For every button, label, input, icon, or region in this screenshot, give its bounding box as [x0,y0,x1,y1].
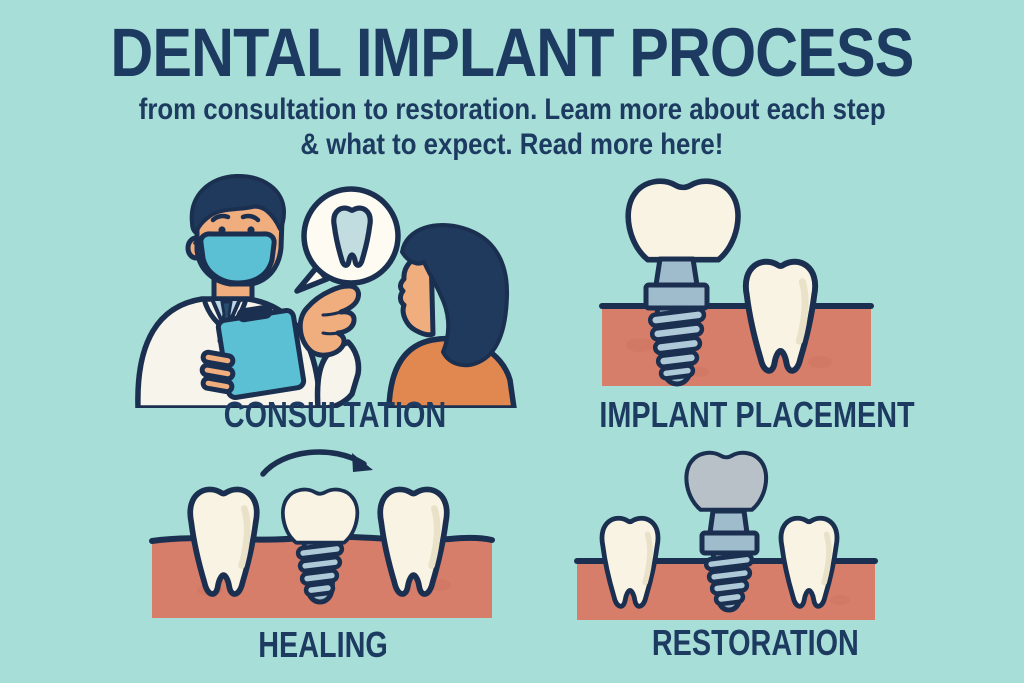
step-panel-implant-placement [565,170,945,400]
dentist-hair [189,173,286,235]
step-label-implant-placement: IMPLANT PLACEMENT [599,394,915,435]
tooth-icon [331,205,373,268]
patient-face [398,249,436,338]
subtitle-line-1: from consultation to restoration. Leam m… [138,93,886,126]
crown-icon [281,487,360,545]
subtitle: from consultation to restoration. Leam m… [0,93,1024,162]
consultation-illustration [135,173,517,408]
patient-figure [386,223,517,408]
step-panel-consultation [135,168,535,408]
subtitle-line-2: & what to expect. Read more here! [300,127,724,161]
crown-icon [684,450,769,512]
hand-finger-lines [321,310,343,336]
implant-screw-icon [281,487,360,605]
natural-tooth-icon [742,258,819,374]
step-panel-restoration [560,440,955,630]
implant-collar [699,530,760,556]
dentist-hand [297,283,361,358]
step-label-consultation: CONSULTATION [223,394,447,435]
implant-abutment [707,508,750,536]
dentist-figure [135,173,362,408]
gum-tissue [599,303,874,386]
dentist-sleeve [314,339,362,408]
header: DENTAL IMPLANT PROCESS from consultation… [0,18,1024,162]
natural-tooth-icon [599,515,661,609]
dentist-holding-fingers [199,349,236,395]
implant-placement-illustration [599,178,874,387]
natural-tooth-icon [778,515,840,609]
dentist-eyebrows [210,213,261,223]
implant-screw-icon [684,450,769,613]
speech-bubble [294,186,401,294]
healing-arrow-icon [260,449,373,477]
implant-abutment [653,256,700,288]
natural-tooth-icon [377,486,450,597]
page-title-text: DENTAL IMPLANT PROCESS [110,14,914,91]
clipboard-clip [236,304,273,323]
implant-screw-icon [625,178,741,387]
natural-tooth-icon [187,486,260,597]
step-label-restoration: RESTORATION [651,622,859,663]
step-panel-healing [140,440,505,630]
patient-hair [400,223,510,368]
healing-illustration [149,449,495,618]
restoration-illustration [574,450,878,620]
page-title: DENTAL IMPLANT PROCESS [0,18,1024,87]
face-mask [198,231,277,286]
crown-icon [625,178,741,263]
step-label-healing: HEALING [257,624,388,665]
implant-collar [643,282,710,311]
